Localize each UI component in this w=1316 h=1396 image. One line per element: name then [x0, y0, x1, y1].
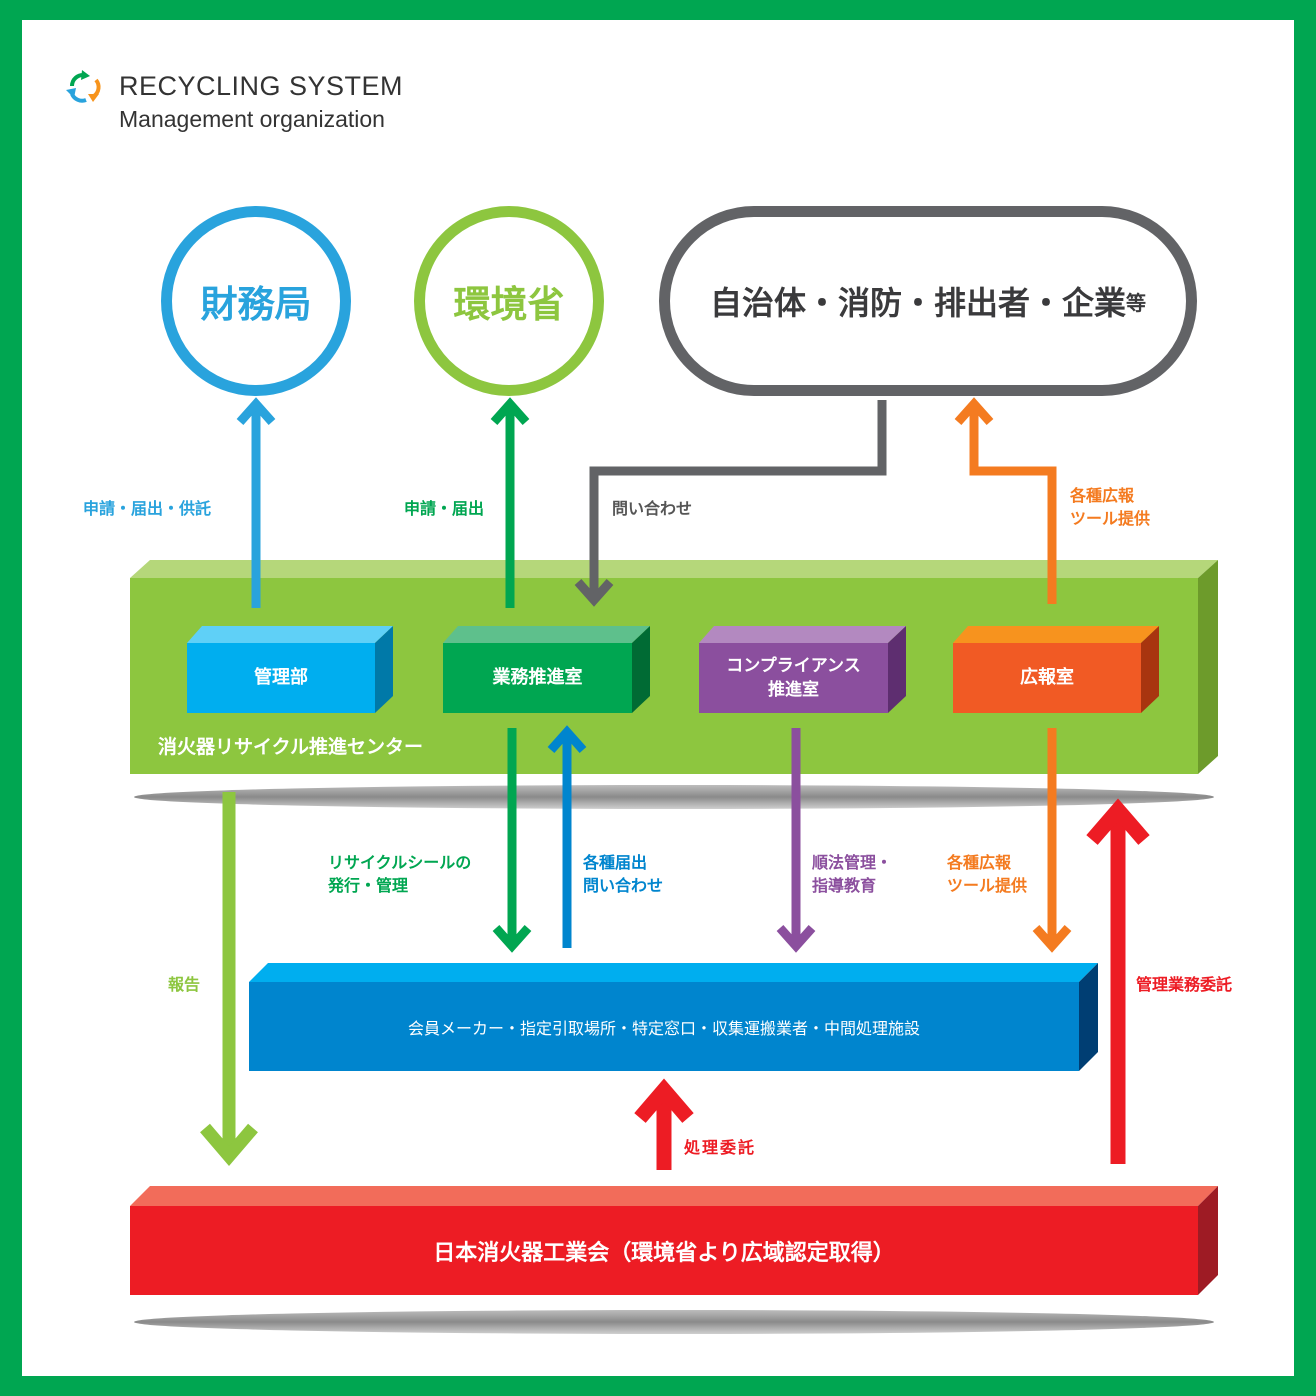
dept-pr-label: 広報室 — [953, 643, 1141, 713]
arrow-to-finance — [236, 397, 276, 608]
center-name: 消火器リサイクル推進センター — [158, 736, 424, 758]
association-bar — [130, 1186, 1218, 1295]
arrow-to-env — [490, 397, 530, 608]
center-bar-shadow — [134, 785, 1214, 809]
stakeholders-label: 自治体・消防・排出者・企業 — [709, 284, 1126, 322]
association-bar-label: 日本消火器工業会（環境省より広域認定取得） — [130, 1206, 1198, 1295]
association-bar-shadow — [134, 1310, 1214, 1334]
arrow-seal-down — [492, 728, 532, 953]
dept-box-pr — [953, 626, 1159, 713]
dept-pr-name: 広報室 — [1020, 667, 1074, 688]
dept-kanri-label: 管理部 — [187, 643, 375, 713]
label-processing-outsource: 処理委託 — [684, 1138, 757, 1157]
env-ministry-label: 環境省 — [453, 283, 565, 326]
members-text: 会員メーカー・指定引取場所・特定窓口・収集運搬業者・中間処理施設 — [407, 1018, 920, 1038]
arrow-processing-outsource — [634, 1078, 694, 1170]
dept-gyomu-label: 業務推進室 — [443, 643, 632, 713]
dept-gyomu-name: 業務推進室 — [492, 667, 583, 688]
member-bar — [249, 963, 1098, 1071]
label-report: 報告 — [168, 975, 201, 994]
dept-box-kanri — [187, 626, 393, 713]
dept-kanri-name: 管理部 — [254, 667, 308, 688]
label-pr-tools-top: 各種広報 ツール提供 — [1070, 486, 1151, 528]
label-to-finance: 申請・届出・供託 — [83, 499, 212, 518]
stakeholders-pill: 自治体・消防・排出者・企業等 — [659, 206, 1197, 396]
arrow-pr-tools-top — [954, 397, 1057, 604]
dept-compliance-label: コンプライアンス 推進室 — [699, 643, 888, 713]
label-compliance: 順法管理・ 指導教育 — [812, 853, 893, 895]
label-notifications: 各種届出 問い合わせ — [583, 853, 664, 895]
arrow-notifications-up — [547, 725, 587, 948]
stakeholders-suffix: 等 — [1126, 290, 1146, 315]
arrow-inquiry — [574, 400, 887, 607]
label-to-env: 申請・届出 — [404, 499, 485, 518]
recycle-icon — [66, 70, 101, 103]
finance-bureau-circle: 財務局 — [161, 206, 351, 396]
header-subtitle: Management organization — [119, 106, 385, 132]
dept-compliance-name: コンプライアンス 推進室 — [726, 656, 861, 700]
label-seal: リサイクルシールの 発行・管理 — [328, 853, 472, 895]
finance-bureau-label: 財務局 — [200, 283, 312, 326]
members-bar-label: 会員メーカー・指定引取場所・特定窓口・収集運搬業者・中間処理施設 — [249, 982, 1079, 1071]
association-text: 日本消火器工業会（環境省より広域認定取得） — [433, 1240, 895, 1266]
arrow-compliance-down — [776, 728, 816, 953]
dept-box-compliance — [699, 626, 906, 713]
arrow-pr-tools-down — [1032, 728, 1072, 953]
arrow-report — [200, 792, 258, 1166]
arrow-mgmt-outsource — [1086, 798, 1150, 1164]
label-inquiry: 問い合わせ — [612, 499, 693, 518]
env-ministry-circle: 環境省 — [414, 206, 604, 396]
label-mgmt-outsource: 管理業務委託 — [1136, 975, 1233, 994]
label-pr-tools-bottom: 各種広報 ツール提供 — [947, 853, 1028, 895]
dept-box-gyomu — [443, 626, 650, 713]
header-title: RECYCLING SYSTEM — [119, 71, 404, 101]
